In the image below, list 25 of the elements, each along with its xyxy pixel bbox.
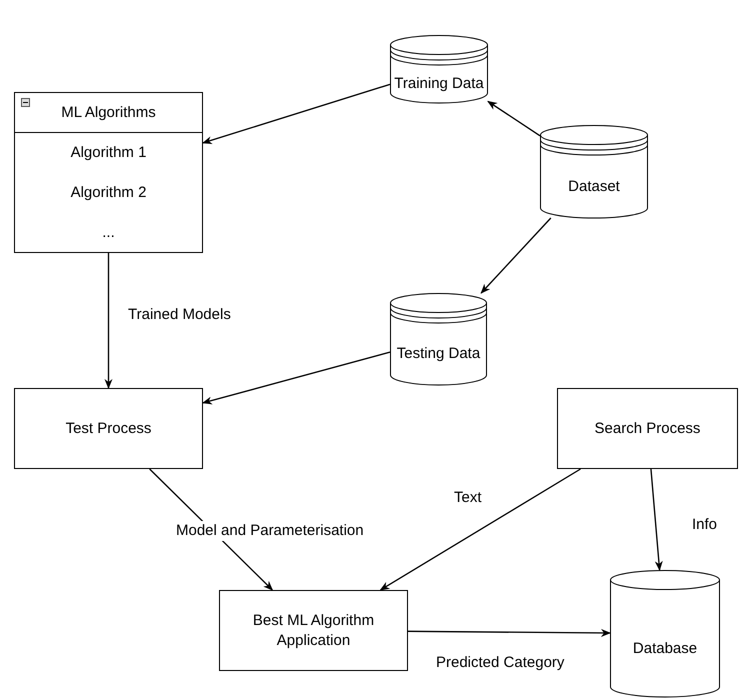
edge-label: Model and Parameterisation [174,521,366,540]
arrow [408,628,611,637]
list-item: Algorithm 1 [70,143,148,163]
arrow [650,468,663,571]
process-box [219,590,408,671]
arrow [487,100,540,136]
edge-label: Predicted Category [434,653,566,672]
list-header: ML Algorithms [15,93,202,133]
node-label: Testing Data [396,344,480,364]
arrow [202,84,390,144]
arrow [104,253,112,389]
process-box [14,388,203,469]
node-label: Search Process [594,418,700,438]
node-label: Best ML Algorithm Application [252,611,376,650]
node-label: Database [632,638,698,658]
list-item: ... [101,223,116,243]
arrow [380,468,581,591]
arrow [202,352,390,404]
node-label: Test Process [66,418,152,438]
list-item: Algorithm 2 [70,183,148,203]
node-label: Dataset [568,176,620,196]
process-box [557,388,738,469]
node-label: Training Data [394,74,484,94]
list-panel [14,92,203,253]
arrow [480,218,552,294]
